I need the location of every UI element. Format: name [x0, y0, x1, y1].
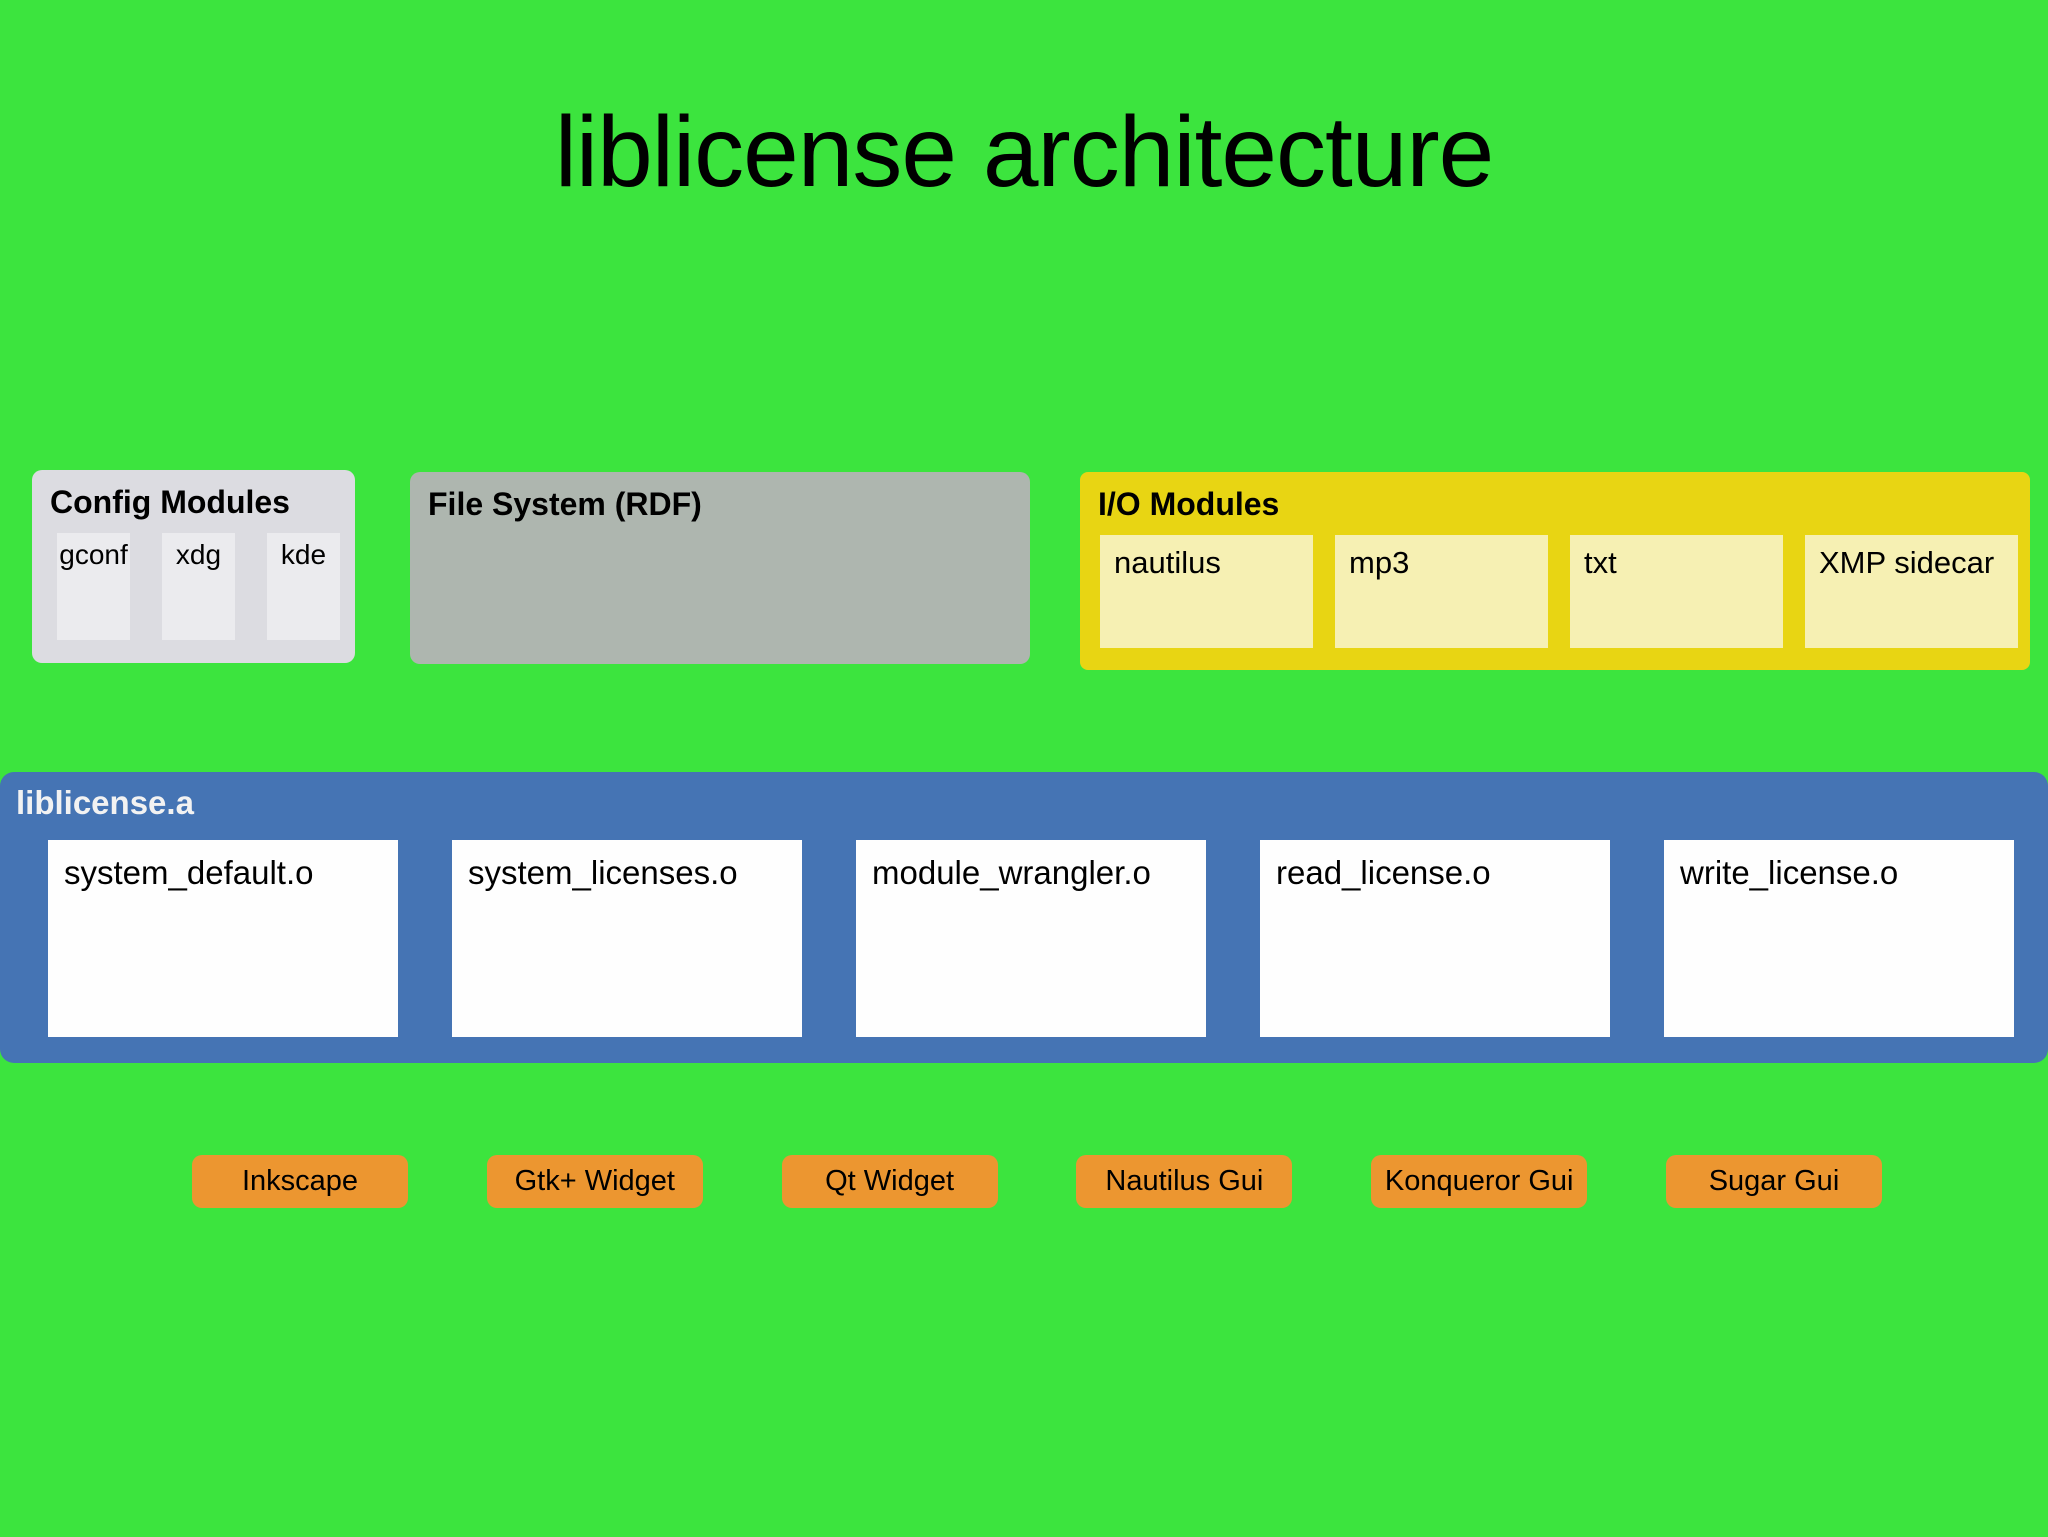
config-modules-items: gconf xdg kde: [32, 521, 355, 640]
io-item-txt: txt: [1570, 535, 1783, 648]
io-item-nautilus: nautilus: [1100, 535, 1313, 648]
io-modules-title: I/O Modules: [1098, 486, 1280, 522]
konqueror-gui-button[interactable]: Konqueror Gui: [1371, 1155, 1588, 1208]
inkscape-button[interactable]: Inkscape: [192, 1155, 408, 1208]
library-item-write-license: write_license.o: [1664, 840, 2014, 1037]
config-modules-title: Config Modules: [50, 484, 290, 520]
config-item-xdg: xdg: [162, 533, 235, 640]
config-item-kde: kde: [267, 533, 340, 640]
diagram-title: liblicense architecture: [554, 96, 1495, 208]
qt-widget-button[interactable]: Qt Widget: [781, 1155, 998, 1208]
liblicense-band: liblicense.a system_default.o system_lic…: [0, 772, 2048, 1063]
file-system-panel: File System (RDF): [410, 472, 1030, 664]
file-system-title: File System (RDF): [428, 486, 702, 522]
liblicense-items: system_default.o system_licenses.o modul…: [0, 822, 2048, 1037]
liblicense-title: liblicense.a: [16, 784, 194, 821]
application-buttons-row: Inkscape Gtk+ Widget Qt Widget Nautilus …: [192, 1155, 1882, 1208]
io-item-mp3: mp3: [1335, 535, 1548, 648]
io-modules-items: nautilus mp3 txt XMP sidecar: [1080, 523, 2030, 648]
library-item-system-default: system_default.o: [48, 840, 398, 1037]
nautilus-gui-button[interactable]: Nautilus Gui: [1076, 1155, 1293, 1208]
library-item-system-licenses: system_licenses.o: [452, 840, 802, 1037]
io-item-xmp-sidecar: XMP sidecar: [1805, 535, 2018, 648]
config-item-gconf: gconf: [57, 533, 130, 640]
library-item-module-wrangler: module_wrangler.o: [856, 840, 1206, 1037]
io-modules-panel: I/O Modules nautilus mp3 txt XMP sidecar: [1080, 472, 2030, 670]
sugar-gui-button[interactable]: Sugar Gui: [1665, 1155, 1882, 1208]
library-item-read-license: read_license.o: [1260, 840, 1610, 1037]
gtk-widget-button[interactable]: Gtk+ Widget: [486, 1155, 703, 1208]
config-modules-panel: Config Modules gconf xdg kde: [32, 470, 355, 663]
